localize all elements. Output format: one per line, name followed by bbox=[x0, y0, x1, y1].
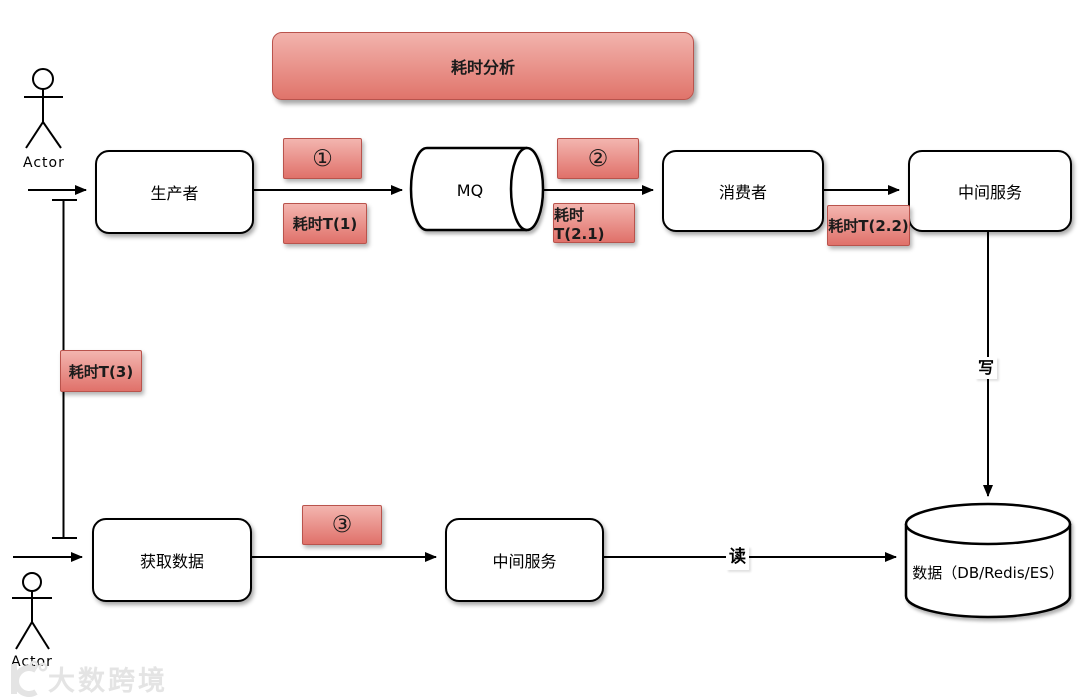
badge-step-2: ② bbox=[557, 138, 639, 179]
node-consumer: 消费者 bbox=[662, 150, 824, 232]
actor-top-icon bbox=[24, 68, 63, 149]
node-middle-service-top: 中间服务 bbox=[908, 150, 1072, 232]
node-fetch-data: 获取数据 bbox=[92, 518, 252, 602]
badge-t3: 耗时T(3) bbox=[60, 350, 142, 392]
diagram-title: 耗时分析 bbox=[272, 32, 694, 100]
badge-step-1: ① bbox=[283, 138, 362, 179]
watermark: 大数跨境 bbox=[4, 658, 168, 698]
badge-t2-1: 耗时T(2.1) bbox=[553, 203, 635, 243]
watermark-logo-icon bbox=[11, 660, 48, 697]
database-cylinder-label: 数据（DB/Redis/ES） bbox=[912, 563, 1064, 582]
edge-label-write: 写 bbox=[975, 357, 998, 380]
badge-step-3: ③ bbox=[302, 505, 382, 545]
node-middle-service-bottom: 中间服务 bbox=[445, 518, 604, 602]
badge-t2-2: 耗时T(2.2) bbox=[827, 205, 910, 246]
badge-t1: 耗时T(1) bbox=[283, 203, 367, 244]
edge-label-read: 读 bbox=[726, 546, 749, 570]
mq-cylinder-label: MQ bbox=[456, 180, 484, 200]
actor-top-label: Actor bbox=[23, 155, 65, 171]
node-producer: 生产者 bbox=[95, 150, 254, 234]
actor-bottom-icon bbox=[12, 572, 52, 650]
watermark-text: 大数跨境 bbox=[48, 666, 168, 697]
